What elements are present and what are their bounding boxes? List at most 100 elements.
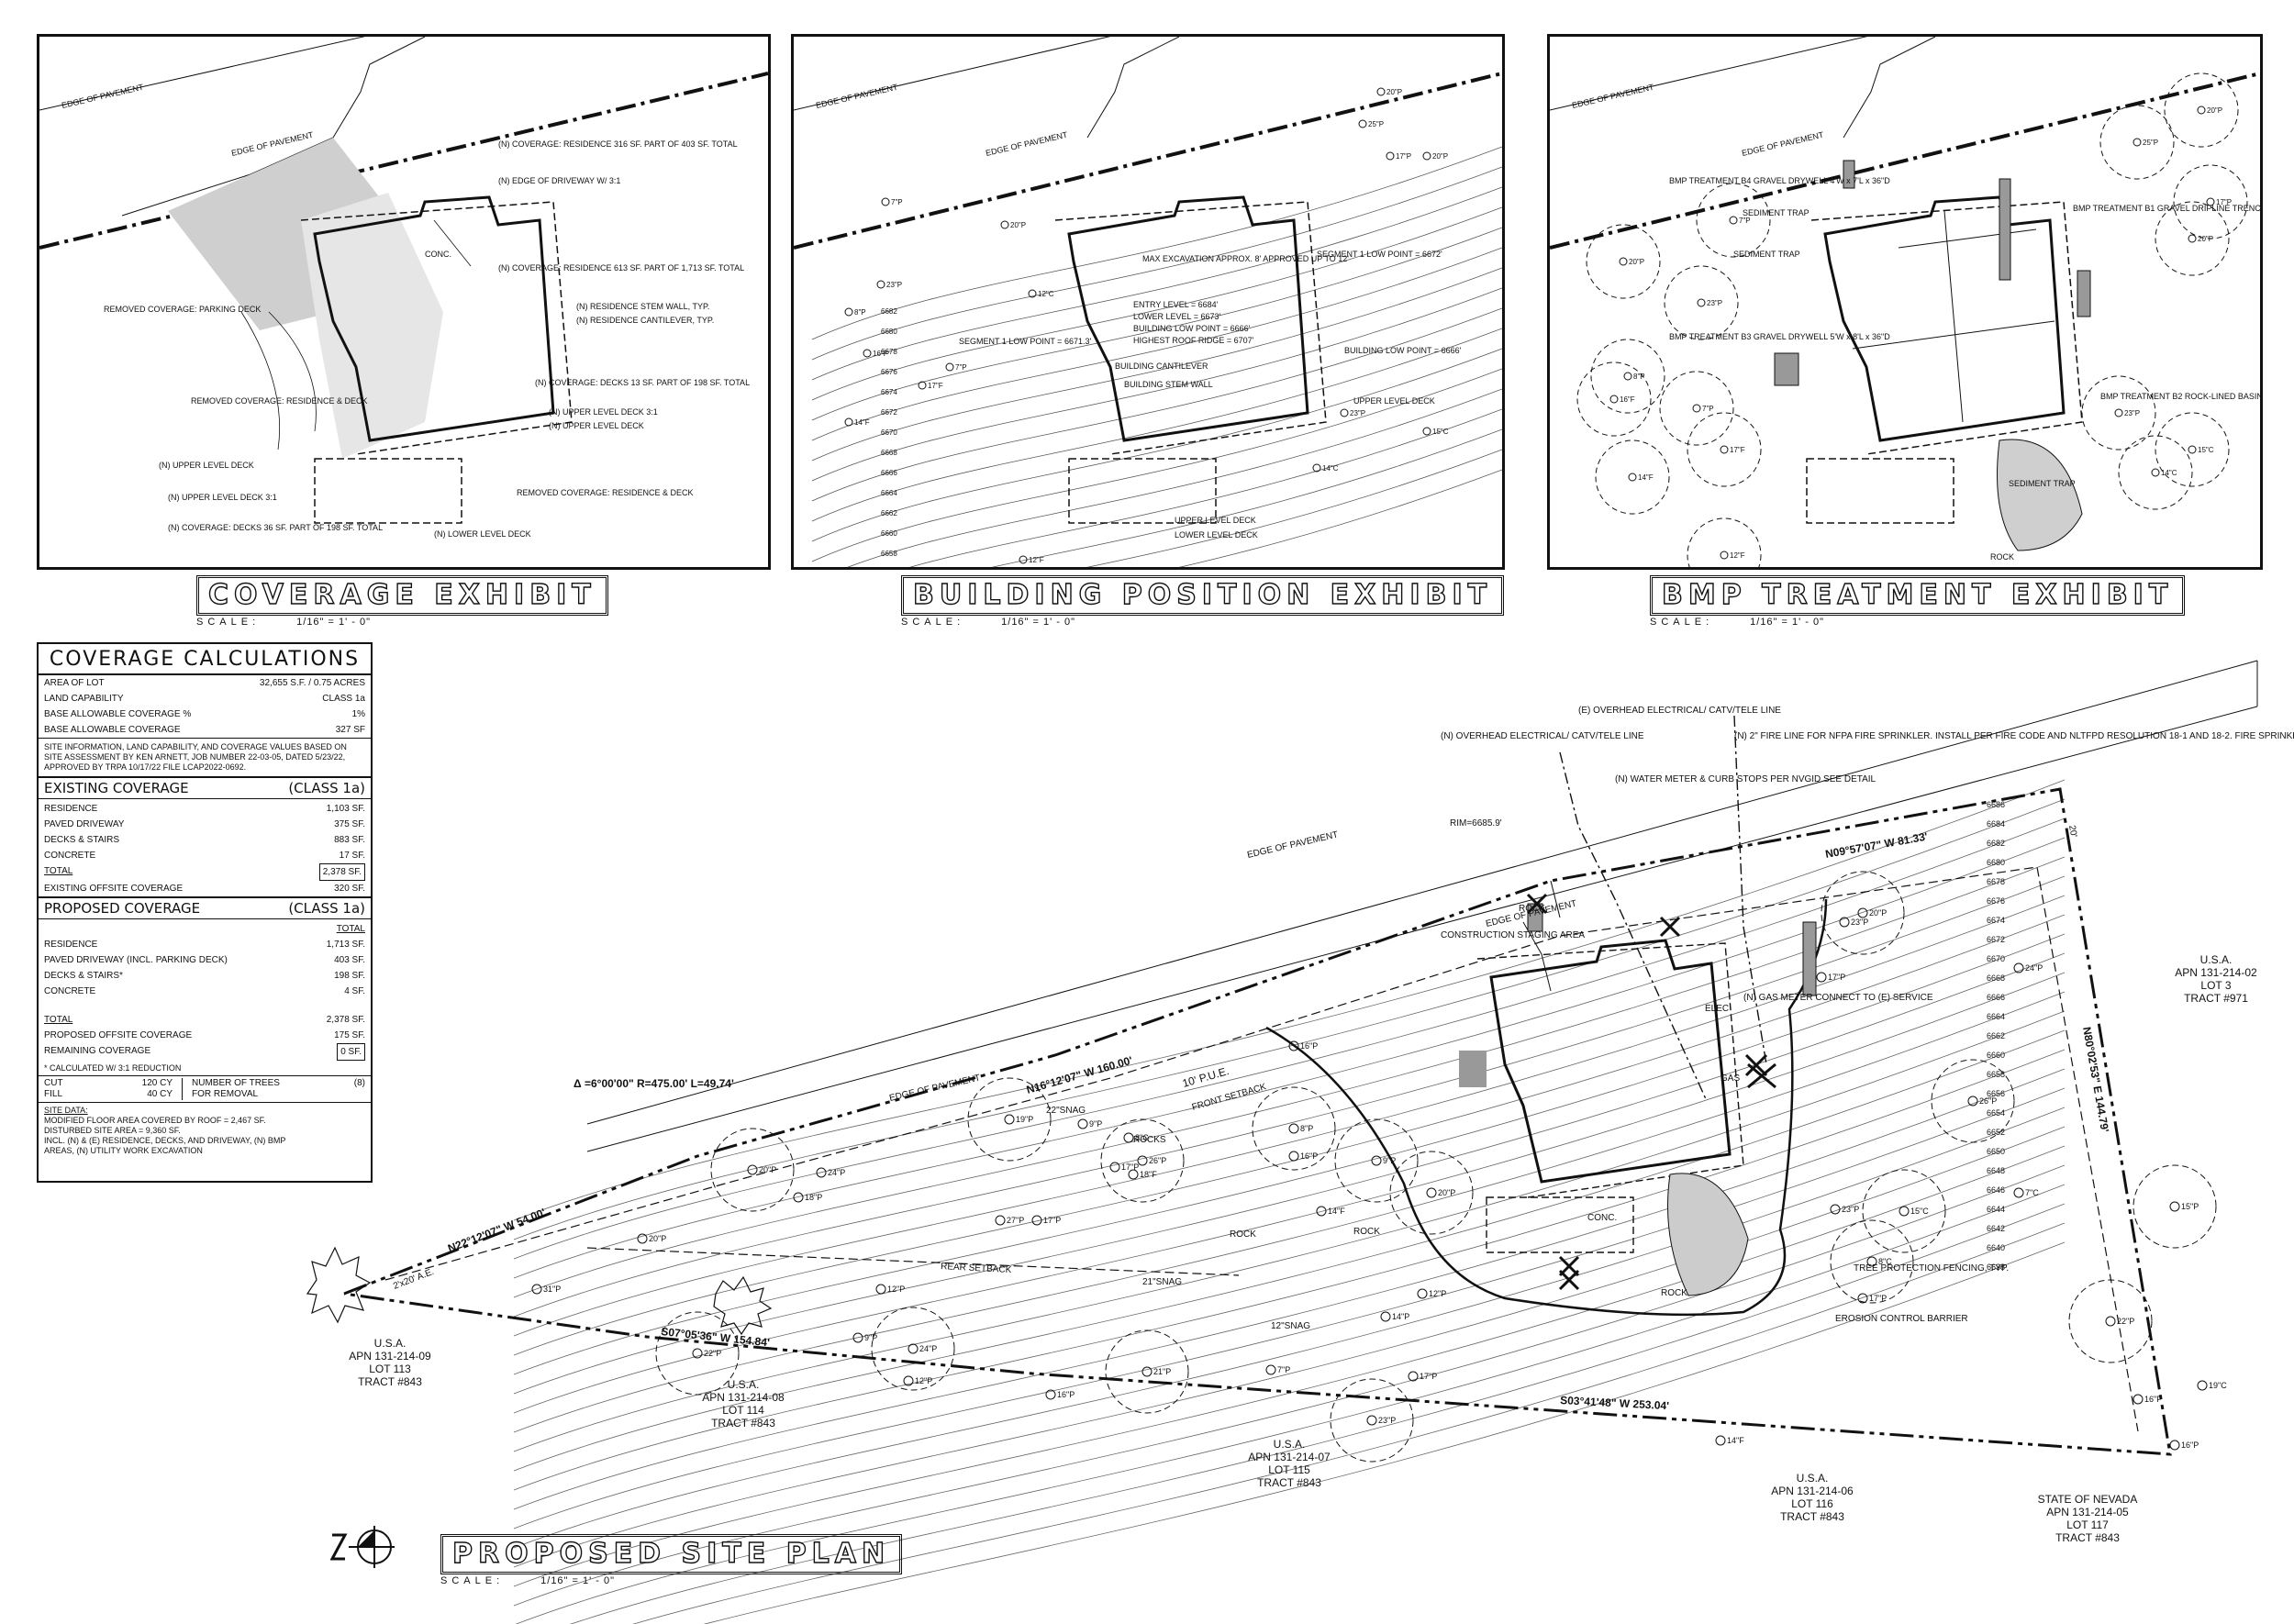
contour-line xyxy=(811,328,1502,522)
contour-line xyxy=(513,1029,2066,1472)
tree-marker xyxy=(1720,551,1729,560)
rear-setback-label: REAR SETBACK xyxy=(941,1262,1012,1275)
contour-line xyxy=(569,1203,2066,1624)
tree-label: 7"P xyxy=(1277,1365,1290,1374)
tree-marker xyxy=(1623,372,1632,381)
tree-marker xyxy=(1426,1187,1437,1198)
tree-marker xyxy=(1128,1169,1139,1180)
building-exhibit-title: BUILDING POSITION EXHIBIT xyxy=(901,575,1505,616)
tree-label: 9"P xyxy=(1089,1119,1102,1129)
tree-dripline xyxy=(1389,1151,1474,1235)
tree-dripline xyxy=(1252,1086,1336,1171)
contour-label: 6670 xyxy=(1987,954,2005,963)
tree-marker xyxy=(2197,106,2206,115)
tree-label: 20"P xyxy=(649,1234,666,1243)
contour-label: 6654 xyxy=(1987,1108,2005,1118)
tree-marker xyxy=(1422,427,1431,436)
tree-marker xyxy=(1141,1366,1153,1377)
contour-label: 6670 xyxy=(881,428,897,437)
tree-label: 21"P xyxy=(1153,1367,1171,1376)
tree-marker xyxy=(1358,119,1367,128)
contour-line xyxy=(1178,469,1502,567)
neighbor-line: U.S.A. xyxy=(1274,1438,1306,1451)
tree-marker xyxy=(793,1192,804,1203)
tree-marker xyxy=(2169,1440,2180,1451)
contour-label: 6674 xyxy=(881,388,897,396)
trees-removal-value: (8) xyxy=(353,1078,365,1088)
tree-label: 14"F xyxy=(1328,1207,1345,1216)
contour-label: 6658 xyxy=(881,550,897,558)
tree-marker xyxy=(2133,138,2142,147)
rock-label-3: ROCK xyxy=(1661,1288,1687,1298)
edge-driveway-label: (N) EDGE OF DRIVEWAY W/ 3:1 xyxy=(498,176,620,185)
tree-label: 9"P xyxy=(864,1333,877,1342)
tree-marker xyxy=(1692,404,1701,413)
contour-line xyxy=(513,798,2066,1240)
bmp-b4-label: BMP TREATMENT B4 GRAVEL DRYWELL 4'W x 7'… xyxy=(1669,176,1890,185)
existing-coverage-title: EXISTING COVERAGE xyxy=(44,780,189,796)
contour-line xyxy=(811,206,1502,401)
gas-label: GAS xyxy=(1720,1073,1740,1084)
lower-deck-label: LOWER LEVEL DECK xyxy=(1175,530,1258,539)
tree-dripline xyxy=(1595,439,1670,515)
neighbor-line: TRACT #843 xyxy=(1780,1510,1844,1523)
tree-marker xyxy=(2197,1380,2208,1391)
existing-coverage-key: DECKS & STAIRS xyxy=(44,835,120,845)
contour-line xyxy=(513,1068,2066,1510)
contour-label: 6684 xyxy=(1987,819,2005,829)
tree-marker xyxy=(1312,463,1321,473)
tree-dripline xyxy=(1664,265,1739,340)
bearing-sw-label: S07°05'36" W 154.84' xyxy=(661,1325,771,1349)
tree-marker xyxy=(1045,1389,1056,1400)
proposed-total-row: TOTAL 2,378 SF. xyxy=(39,1012,371,1028)
tree-marker xyxy=(1031,1215,1042,1226)
tree-marker xyxy=(1376,87,1386,96)
tree-label: 24"P xyxy=(2025,963,2043,973)
tree-marker xyxy=(844,417,853,427)
tree-label: 26"P xyxy=(1149,1156,1166,1165)
contour-label: 6662 xyxy=(1987,1031,2005,1040)
coverage-calc-note: SITE INFORMATION, LAND CAPABILITY, AND C… xyxy=(39,738,371,776)
seg-low2-label: SEGMENT 1 LOW POINT = 6672' xyxy=(1317,250,1442,259)
tree-dripline xyxy=(2155,412,2230,487)
tree-label: 17"P xyxy=(1043,1216,1061,1225)
edge-of-pavement-site-3: EDGE OF PAVEMENT xyxy=(888,1073,981,1104)
tree-label: 17"P xyxy=(2216,198,2232,206)
tree-marker xyxy=(1899,1206,1910,1217)
tree-marker xyxy=(1715,1435,1726,1446)
upper-deck-label: (N) UPPER LEVEL DECK xyxy=(549,421,644,430)
trees-removal-key: NUMBER OF TREES FOR REMOVAL xyxy=(192,1078,280,1099)
proposed-coverage-value: 403 SF. xyxy=(334,955,365,965)
contour-line xyxy=(513,1010,2066,1452)
sediment-trap-label-3: SEDIMENT TRAP xyxy=(2009,479,2076,488)
tree-dripline xyxy=(1105,1329,1189,1414)
contour-line xyxy=(991,428,1502,567)
tree-label: 17"P xyxy=(1828,973,1845,982)
bearing-bottom-label: S03°41'48" W 253.04' xyxy=(1560,1394,1670,1412)
elec-label: ELEC xyxy=(1705,1004,1729,1014)
tree-dripline xyxy=(2099,105,2175,180)
lot-info-key: LAND CAPABILITY xyxy=(44,694,124,704)
contour-line xyxy=(513,972,2066,1414)
tree-dripline xyxy=(1576,362,1652,437)
upper-deck2-label: UPPER LEVEL DECK xyxy=(1175,516,1256,525)
roof-label: HIGHEST ROOF RIDGE = 6707' xyxy=(1133,336,1254,345)
snag-label-3: 12"SNAG xyxy=(1271,1321,1310,1331)
rock-label-2: ROCK xyxy=(1519,904,1545,914)
tree-marker xyxy=(1408,1371,1419,1382)
cut-key: CUT xyxy=(44,1078,63,1088)
cov-decks2-label: (N) COVERAGE: DECKS 36 SF. PART OF 198 S… xyxy=(168,523,383,532)
tree-label: 23"P xyxy=(1851,918,1868,927)
tree-label: 7"P xyxy=(1739,217,1751,225)
lot-info-key: BASE ALLOWABLE COVERAGE xyxy=(44,725,181,735)
contour-line xyxy=(513,895,2066,1337)
tree-marker xyxy=(1004,1114,1015,1125)
conc-label: CONC. xyxy=(425,250,451,259)
contour-line xyxy=(909,408,1502,567)
tree-label: 12"P xyxy=(915,1376,932,1385)
tree-label: 31"P xyxy=(543,1285,561,1294)
